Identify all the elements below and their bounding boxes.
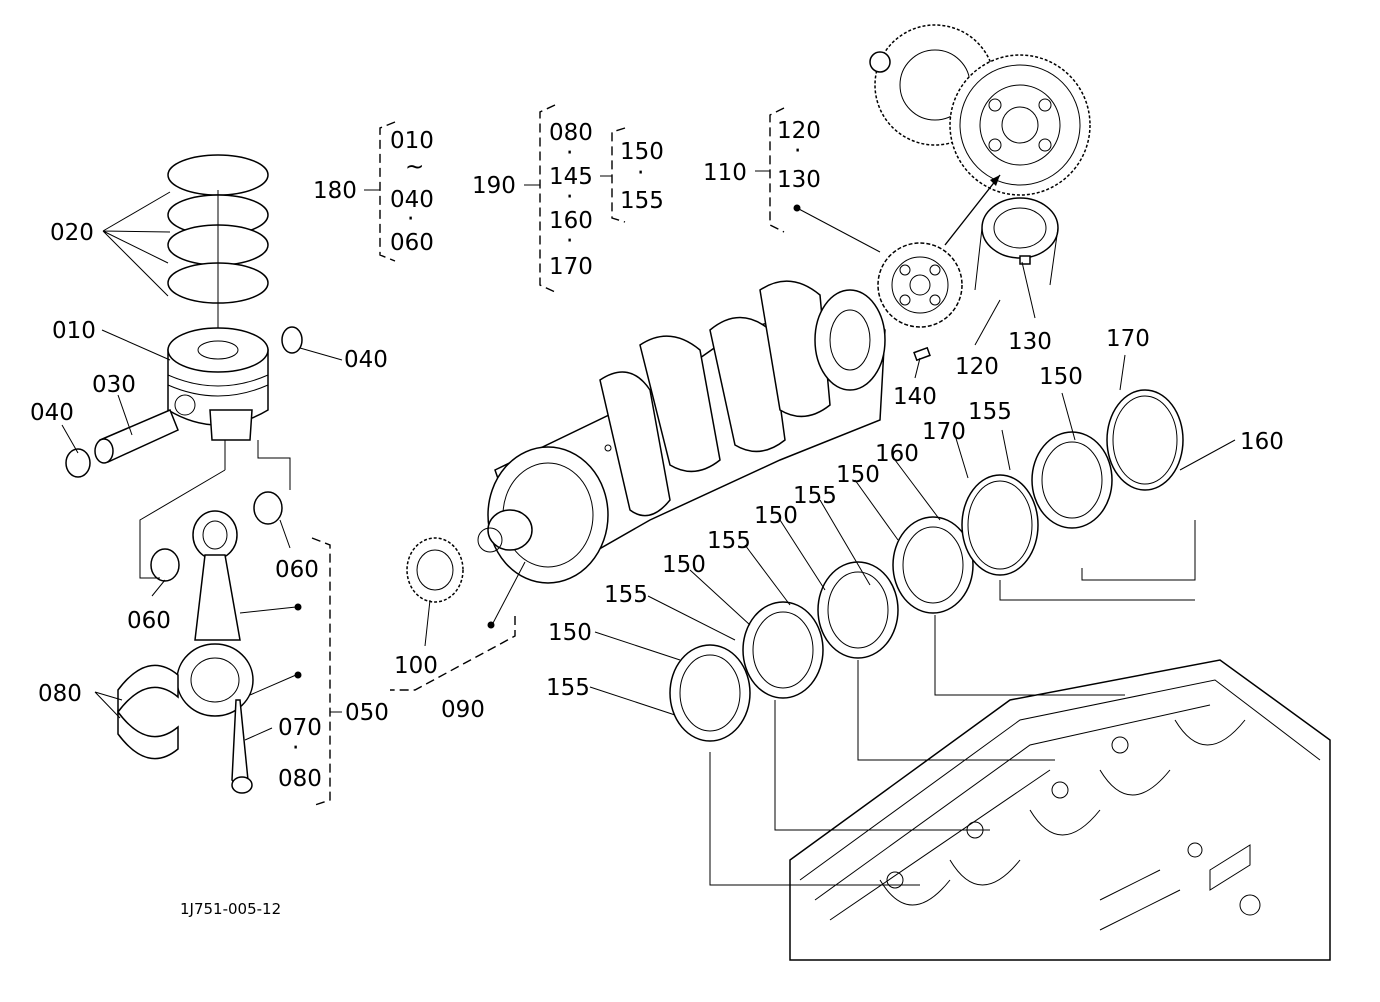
conrod-bearing <box>117 664 179 760</box>
main-bearing-set <box>669 389 1184 742</box>
callout-bearing-upper-4: 150 <box>836 462 880 488</box>
group-190-item-4: 170 <box>549 254 593 280</box>
group-190-code: 190 <box>472 173 516 199</box>
callout-bush-upper: 060 <box>275 557 319 583</box>
thrust-washer-1 <box>961 474 1039 576</box>
callout-bearing-upper-2: 150 <box>662 552 706 578</box>
crank-gear <box>877 242 963 328</box>
callout-bearing-upper-1: 150 <box>548 620 592 646</box>
connecting-rod <box>176 510 254 794</box>
callout-gear-sub-a: 120 <box>955 354 999 380</box>
callout-bearing-lower-3: 155 <box>707 528 751 554</box>
leader-lines <box>61 191 1236 741</box>
callout-thrust-upper-2: 170 <box>922 419 966 445</box>
callout-bush-lower: 060 <box>127 608 171 634</box>
timing-gear-train <box>869 24 1091 196</box>
callout-bearing-lower-2: 155 <box>604 582 648 608</box>
crankshaft <box>477 280 886 584</box>
callout-thrust-lower-2: 160 <box>875 441 919 467</box>
group-180-item-3: 060 <box>390 230 434 256</box>
group-180-item-2: 040 <box>390 187 434 213</box>
callout-bearing-lower-1: 155 <box>546 675 590 701</box>
svg-text:·: · <box>566 184 573 210</box>
callout-conrod-assy: 050 <box>345 700 389 726</box>
circlip <box>65 326 303 478</box>
callout-gear-sub-b: 130 <box>1008 329 1052 355</box>
svg-text:·: · <box>566 228 573 254</box>
group-190-sub-2: 155 <box>620 188 664 214</box>
callout-crankshaft-assy: 090 <box>441 697 485 723</box>
bearing-shell-2 <box>742 601 824 699</box>
key <box>913 346 931 362</box>
group-110-item-1: 120 <box>777 118 821 144</box>
group-180-dot: · <box>407 206 414 232</box>
alignment-lines <box>709 520 1196 886</box>
drawing-code: 1J751-005-12 <box>180 900 281 918</box>
gear-bush <box>406 537 464 603</box>
bearing-shell-5 <box>1031 431 1113 529</box>
callout-thrust-upper: 170 <box>1106 326 1150 352</box>
callout-bearing-lower-5: 155 <box>968 399 1012 425</box>
bearing-shell-1 <box>669 644 751 742</box>
piston <box>167 327 269 441</box>
bearing-shell-4 <box>892 516 974 614</box>
main-bearing-saddle <box>879 719 1246 906</box>
group-180-tilde: ~ <box>405 154 424 180</box>
callout-key: 140 <box>893 384 937 410</box>
callout-circlip-right: 040 <box>344 347 388 373</box>
callout-bearing-upper-5: 150 <box>1039 364 1083 390</box>
callout-gear-bush: 100 <box>394 653 438 679</box>
callout-conrod-bolt: 070 <box>278 715 322 741</box>
callout-piston-pin: 030 <box>92 372 136 398</box>
group-180-code: 180 <box>313 178 357 204</box>
callout-piston-rings: 020 <box>50 220 94 246</box>
group-110-code: 110 <box>703 160 747 186</box>
svg-text:·: · <box>794 138 801 164</box>
svg-text:·: · <box>637 160 644 186</box>
group-180-item-1: 010 <box>390 128 434 154</box>
callout-piston: 010 <box>52 318 96 344</box>
callout-thrust-lower: 160 <box>1240 429 1284 455</box>
svg-text:·: · <box>292 735 299 761</box>
callout-conrod-bearing-ref: 080 <box>278 766 322 792</box>
group-190-item-3: 160 <box>549 208 593 234</box>
callout-conrod-bearing: 080 <box>38 681 82 707</box>
svg-text:·: · <box>566 140 573 166</box>
callout-bearing-upper-3: 150 <box>754 503 798 529</box>
thrust-washer-2 <box>1106 389 1184 491</box>
small-end-bush <box>150 491 283 582</box>
group-190-item-1: 080 <box>549 120 593 146</box>
group-110-item-2: 130 <box>777 167 821 193</box>
cylinder-block <box>789 659 1331 961</box>
callout-circlip-left: 040 <box>30 400 74 426</box>
idler-bush <box>974 197 1059 291</box>
group-190-item-2: 145 <box>549 164 593 190</box>
bearing-shell-3 <box>817 561 899 659</box>
group-190-sub-1: 150 <box>620 139 664 165</box>
piston-pin <box>94 409 179 464</box>
callout-bearing-lower-4: 155 <box>793 483 837 509</box>
